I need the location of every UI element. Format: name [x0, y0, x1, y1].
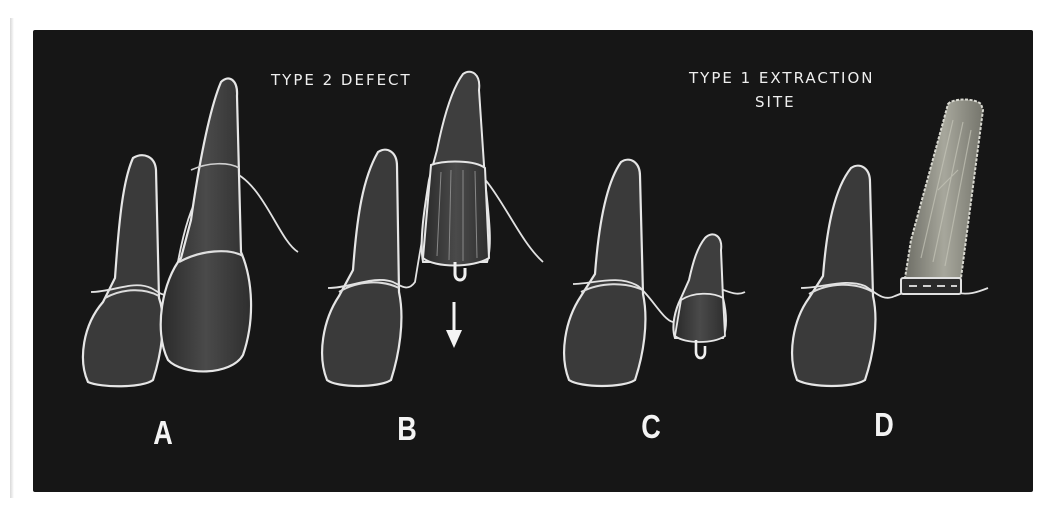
panel-d-left-tooth	[792, 166, 875, 386]
panel-b-drawing	[322, 72, 543, 386]
panel-c-left-tooth	[564, 160, 645, 386]
panel-label-b: B	[391, 410, 424, 448]
page-edge-shadow	[10, 18, 14, 498]
panel-c-bone-block	[675, 294, 725, 342]
panel-d-graft	[905, 100, 983, 279]
caption-site: SITE	[755, 92, 796, 112]
panel-a-right-tooth	[161, 78, 251, 371]
panel-c-drawing	[564, 160, 745, 386]
caption-type-1-extraction: TYPE 1 EXTRACTION	[689, 68, 874, 88]
panel-a-left-tooth	[83, 155, 163, 386]
panel-label-c: C	[635, 408, 668, 446]
panel-d-drawing	[792, 100, 988, 387]
panel-label-d: D	[868, 406, 901, 444]
panel-b-left-tooth	[322, 150, 401, 386]
illustration-board: TYPE 2 DEFECT TYPE 1 EXTRACTION SITE A B…	[33, 30, 1033, 492]
panel-label-a: A	[147, 414, 180, 452]
panel-b-bone-block	[423, 162, 489, 266]
panel-b-arrow-head	[446, 330, 462, 348]
caption-type-2-defect: TYPE 2 DEFECT	[271, 70, 412, 90]
panel-a-drawing	[83, 78, 298, 386]
